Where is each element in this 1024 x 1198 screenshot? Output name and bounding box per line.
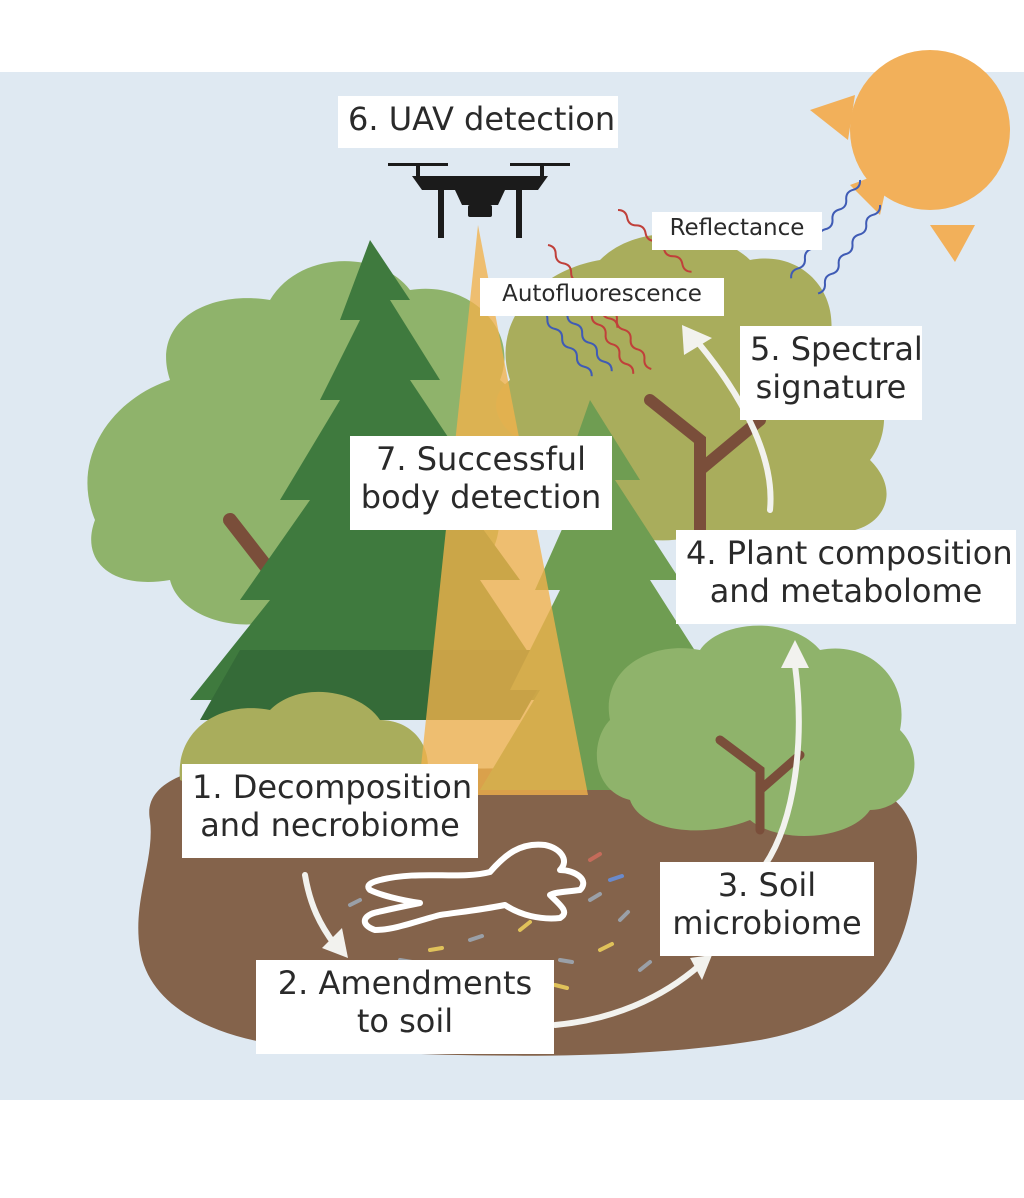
- label-reflectance: Reflectance: [652, 212, 822, 250]
- drone-icon: [388, 163, 570, 238]
- arrow-3-to-4: [762, 662, 802, 868]
- label-spectral-line2: signature: [755, 368, 907, 407]
- label-amend-line2: to soil: [356, 1002, 454, 1041]
- label-plant-composition: 4. Plant composition and metabolome: [676, 530, 1016, 624]
- label-spectral-line1: 5. Spectral: [750, 330, 923, 368]
- arrow-4-to-5: [697, 342, 774, 513]
- bush-right: [596, 625, 915, 837]
- label-successful-line2: body detection: [360, 478, 602, 517]
- label-plant-line2: and metabolome: [709, 572, 983, 611]
- label-successful-detection: 7. Successful body detection: [350, 436, 612, 530]
- label-uav-detection: 6. UAV detection: [338, 96, 618, 148]
- label-autofluorescence-text: Autofluorescence: [502, 281, 702, 307]
- arrow-2-to-3: [552, 962, 703, 1028]
- process-arrows: [302, 342, 802, 1028]
- label-spectral-signature: 5. Spectral signature: [740, 326, 923, 420]
- label-decomp-line2: and necrobiome: [200, 806, 460, 845]
- label-decomp-line1: 1. Decomposition: [192, 768, 473, 806]
- label-soil-micro-line1: 3. Soil: [717, 866, 817, 904]
- label-plant-line1: 4. Plant composition: [686, 534, 1013, 572]
- label-reflectance-text: Reflectance: [669, 215, 805, 241]
- label-decomposition: 1. Decomposition and necrobiome: [182, 764, 478, 858]
- label-soil-microbiome: 3. Soil microbiome: [660, 862, 874, 956]
- label-successful-line1: 7. Successful: [376, 440, 586, 478]
- arrowheads: [322, 325, 809, 980]
- label-amend-line1: 2. Amendments: [277, 964, 533, 1002]
- label-uav-line1: 6. UAV detection: [348, 100, 616, 138]
- label-amendments: 2. Amendments to soil: [256, 960, 554, 1054]
- body-outline: [361, 841, 587, 933]
- label-autofluorescence: Autofluorescence: [480, 278, 724, 316]
- label-soil-micro-line2: microbiome: [672, 904, 862, 943]
